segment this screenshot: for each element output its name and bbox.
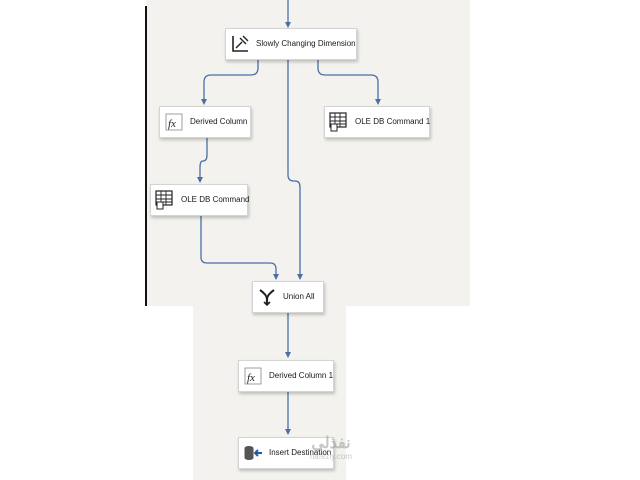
node-ole-db-command-1[interactable]: OLE DB Command 1 <box>324 106 430 138</box>
node-label: Derived Column 1 <box>269 371 334 380</box>
connector-scd-to-ole-db-command-1 <box>317 60 381 105</box>
union-all-icon <box>256 286 278 308</box>
ole-db-command-icon <box>154 189 176 211</box>
svg-text:fx: fx <box>247 372 255 384</box>
node-insert-destination[interactable]: Insert Destination <box>238 437 334 469</box>
node-label: OLE DB Command 1 <box>355 117 431 126</box>
connector-scd-to-derived-column <box>201 60 259 105</box>
ole-db-destination-icon <box>242 442 264 464</box>
ole-db-command-icon <box>328 111 350 133</box>
canvas-border <box>145 6 147 306</box>
node-label: Slowly Changing Dimension <box>256 39 356 48</box>
node-label: Union All <box>283 292 315 301</box>
derived-column-icon: fx <box>242 365 264 387</box>
node-derived-column-1[interactable]: fx Derived Column 1 <box>238 360 334 392</box>
node-label: Insert Destination <box>269 448 332 457</box>
node-label: Derived Column <box>190 117 248 126</box>
connector-derived-column-to-ole-db-command <box>197 138 208 183</box>
node-derived-column[interactable]: fx Derived Column <box>159 106 251 138</box>
connector-scd-to-union-all <box>287 60 303 280</box>
slowly-changing-dimension-icon <box>229 33 251 55</box>
derived-column-icon: fx <box>163 111 185 133</box>
svg-text:fx: fx <box>168 118 176 130</box>
node-ole-db-command[interactable]: OLE DB Command <box>150 184 250 216</box>
connector-ole-db-command-to-union-all <box>200 215 279 280</box>
node-label: OLE DB Command <box>181 195 250 204</box>
node-union-all[interactable]: Union All <box>252 281 324 313</box>
node-slowly-changing-dimension[interactable]: Slowly Changing Dimension <box>225 28 357 60</box>
